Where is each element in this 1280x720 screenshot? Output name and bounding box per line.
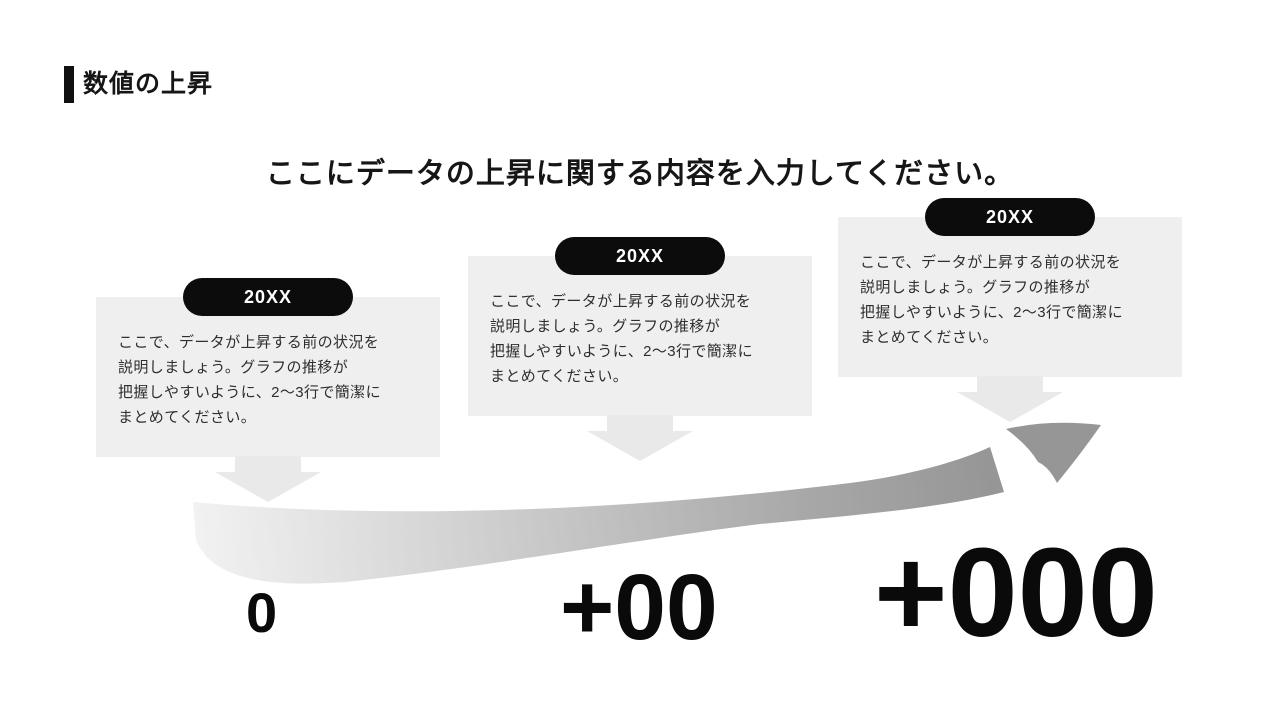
- milestone-card-2-text: ここで、データが上昇する前の状況を 説明しましょう。グラフの推移が 把握しやすい…: [490, 293, 753, 385]
- main-heading: ここにデータの上昇に関する内容を入力してください。: [265, 158, 1015, 190]
- milestone-card-2: 20XX ここで、データが上昇する前の状況を 説明しましょう。グラフの推移が 把…: [468, 237, 812, 416]
- milestone-card-1: 20XX ここで、データが上昇する前の状況を 説明しましょう。グラフの推移が 把…: [96, 278, 440, 457]
- growth-value-mid: +00: [560, 555, 718, 659]
- growth-value-end: +000: [874, 522, 1158, 663]
- year-badge-1: 20XX: [183, 278, 353, 316]
- down-arrow-icon: [957, 376, 1063, 422]
- milestone-card-1-text: ここで、データが上昇する前の状況を 説明しましょう。グラフの推移が 把握しやすい…: [118, 334, 381, 426]
- swoosh-arrowhead: [1006, 422, 1101, 483]
- growth-value-start: 0: [246, 581, 278, 644]
- slide-title-block: 数値の上昇: [64, 66, 213, 103]
- milestone-card-3: 20XX ここで、データが上昇する前の状況を 説明しましょう。グラフの推移が 把…: [838, 198, 1182, 377]
- year-badge-3: 20XX: [925, 198, 1095, 236]
- down-arrow-icon: [215, 456, 321, 502]
- down-arrow-icon: [587, 415, 693, 461]
- milestone-card-3-text: ここで、データが上昇する前の状況を 説明しましょう。グラフの推移が 把握しやすい…: [860, 254, 1123, 346]
- year-badge-2: 20XX: [555, 237, 725, 275]
- slide-title: 数値の上昇: [83, 70, 214, 98]
- title-accent-bar: [64, 66, 74, 103]
